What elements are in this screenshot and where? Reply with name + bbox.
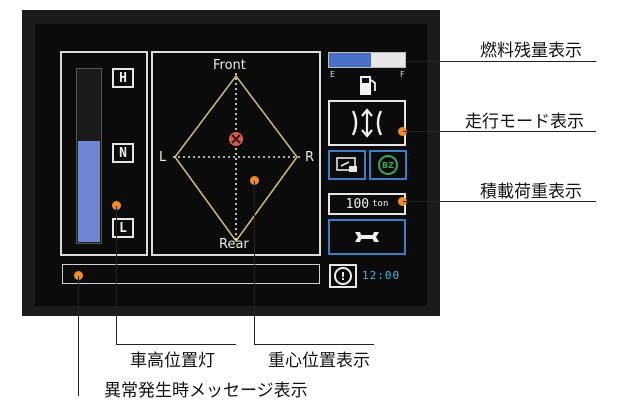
drive-mode-icon [351,108,383,138]
annotation-height-light: 車高位置灯 [130,351,215,371]
load-leader-line [403,201,596,202]
height-leader-horizontal [116,344,236,345]
cog-marker [229,132,243,146]
warning-icon: ! [334,267,352,285]
message-leader-vertical [78,276,79,396]
drive-mode-box [328,100,406,146]
height-level-h: H [112,68,134,88]
annotation-message: 異常発生時メッセージ表示 [104,381,308,401]
vehicle-height-panel [60,51,148,256]
monitor-icon [336,157,357,172]
cog-leader-horizontal [254,344,374,345]
annotation-mode: 走行モード表示 [465,112,584,132]
warning-indicator: ! [329,264,357,288]
cog-right-label: R [305,150,315,165]
load-display-box: 100 ton [328,193,406,215]
bz-label: BZ [382,160,394,170]
center-of-gravity-panel [151,51,321,256]
fuel-leader-line [406,61,596,62]
fuel-empty-label: E [330,70,336,79]
fuel-full-label: F [400,70,405,79]
cog-diagram [173,73,301,243]
annotation-fuel: 燃料残量表示 [480,41,582,61]
fuel-gauge [328,52,406,68]
bz-box[interactable]: BZ [369,150,407,180]
height-leader-vertical [116,206,117,344]
height-indicator-dot [112,201,121,210]
drive-mode-indicator-dot [398,127,407,136]
bz-icon: BZ [378,155,398,175]
height-bar-fill [78,141,100,242]
annotation-cog: 重心位置表示 [268,351,370,371]
load-value: 100 [345,196,370,212]
wrench-icon [355,232,379,242]
message-indicator-dot [74,271,83,280]
load-indicator-dot [398,197,407,206]
height-level-l: L [112,218,134,238]
height-level-n: N [112,143,134,163]
cog-leader-vertical [254,181,255,344]
cog-front-label: Front [213,58,246,73]
cog-rear-label: Rear [219,237,249,252]
clock: 12:00 [362,269,401,282]
annotation-load: 積載荷重表示 [480,182,582,202]
load-unit: ton [372,199,389,209]
fuel-pump-icon [360,76,376,95]
message-bar [62,264,320,284]
cog-left-label: L [159,150,167,165]
mode-leader-line [403,131,596,132]
height-bar-track [76,68,102,244]
cog-diamond [174,74,298,243]
cog-indicator-dot [250,176,259,185]
camera-monitor-box[interactable] [328,150,366,180]
maintenance-box[interactable] [328,219,406,255]
fuel-gauge-fill [329,53,371,67]
